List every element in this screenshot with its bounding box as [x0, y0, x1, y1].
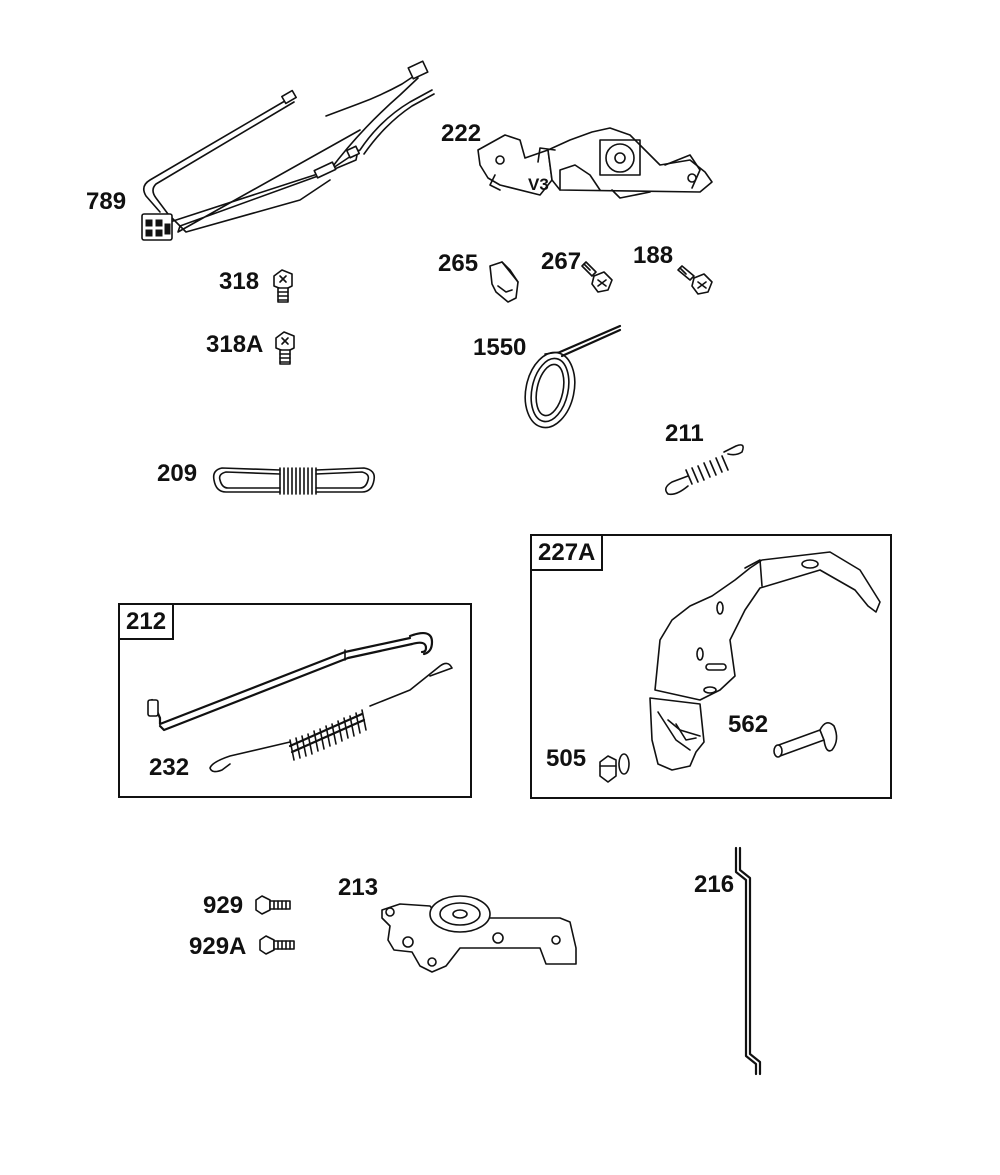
callout-267: 267 — [541, 248, 582, 275]
box-212-label: 212 — [120, 605, 175, 640]
box-227a-label: 227A — [532, 536, 604, 571]
callout-213: 213 — [338, 874, 379, 901]
screw-318 — [273, 269, 293, 303]
clip-265 — [489, 261, 519, 303]
callout-562: 562 — [728, 711, 769, 738]
callout-232: 232 — [149, 754, 190, 781]
callout-1550: 1550 — [473, 334, 527, 361]
bolt-929a — [259, 935, 295, 955]
extension-spring-209 — [212, 467, 376, 495]
callout-209: 209 — [157, 460, 198, 487]
link-rod-assembly — [147, 631, 453, 773]
callout-188: 188 — [633, 242, 674, 269]
callout-505: 505 — [546, 745, 587, 772]
box-227a: 227A — [530, 534, 892, 799]
callout-211: 211 — [665, 420, 704, 447]
callout-265: 265 — [438, 250, 479, 277]
callout-789: 789 — [86, 188, 127, 215]
screw-318a — [275, 331, 295, 365]
washer-505 — [618, 753, 630, 775]
screw-188 — [677, 265, 713, 295]
extension-spring-211 — [664, 444, 744, 496]
mounting-bracket-227a — [649, 551, 881, 771]
idler-bracket-213 — [381, 895, 577, 973]
callout-318a: 318A — [206, 331, 264, 358]
screw-267 — [581, 261, 613, 293]
callout-216: 216 — [694, 871, 735, 898]
callout-929: 929 — [203, 892, 244, 919]
bracket-engraving: V3 — [528, 175, 549, 194]
callout-929a: 929A — [189, 933, 247, 960]
wiring-harness-789 — [141, 60, 435, 241]
rod-216 — [734, 846, 762, 1076]
callout-222: 222 — [441, 120, 482, 147]
control-bracket-222: V3 — [477, 127, 713, 199]
torsion-spring-1550 — [524, 324, 622, 429]
callout-318: 318 — [219, 268, 260, 295]
pin-562 — [773, 722, 838, 758]
bolt-929 — [255, 895, 291, 915]
box-212: 212 — [118, 603, 472, 798]
harness-connector — [141, 213, 173, 241]
nut-505 — [599, 755, 617, 783]
